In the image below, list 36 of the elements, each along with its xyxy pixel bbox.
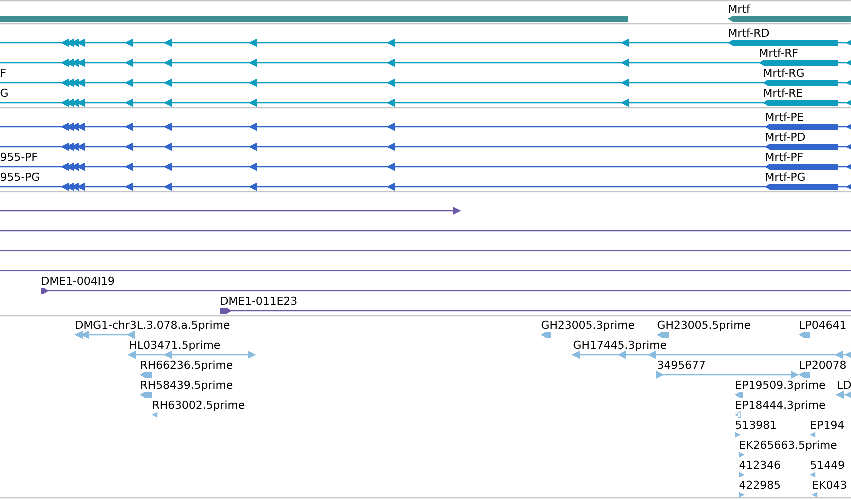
feature-label: 955-PG bbox=[0, 172, 40, 182]
feature-label: DMG1-chr3L.3.078.a.5prime bbox=[76, 320, 230, 332]
feature-label: RH66236.5prime bbox=[141, 360, 233, 372]
feature-label: 513981 bbox=[736, 420, 776, 430]
feature-label: LP20078 bbox=[800, 360, 846, 370]
feature-label: Mrtf-RD bbox=[729, 28, 770, 37]
feature-label: EK265663.5prime bbox=[740, 440, 837, 452]
feature-label: LP04641 bbox=[800, 320, 846, 330]
feature-label: F bbox=[1, 69, 6, 77]
feature-label: HL03471.5prime bbox=[130, 340, 220, 352]
feature-label: EK043 bbox=[813, 480, 846, 490]
feature-label: 3495677 bbox=[658, 360, 705, 370]
feature-label: LD bbox=[838, 381, 851, 389]
feature-label: GH17445.3prime bbox=[574, 340, 666, 352]
feature-label: DME1-011E23 bbox=[221, 296, 297, 306]
feature-label: DME1-004I19 bbox=[42, 276, 114, 286]
feature-label: 422985 bbox=[740, 480, 780, 490]
feature-label: Mrtf-RE bbox=[764, 88, 802, 97]
feature-label: Mrtf bbox=[729, 4, 751, 13]
feature-label: G bbox=[0, 88, 8, 98]
feature-label: Mrtf-RF bbox=[760, 48, 798, 57]
feature-label: Mrtf-PG bbox=[766, 172, 805, 182]
feature-label: EP19509.3prime bbox=[736, 380, 826, 392]
feature-label: GH23005.5prime bbox=[658, 320, 750, 332]
feature-label: Mrtf-RG bbox=[764, 68, 804, 78]
feature-label: RH63002.5prime bbox=[153, 400, 245, 412]
feature-label: EP18444.3prime bbox=[736, 400, 826, 412]
feature-label: GH23005.3prime bbox=[542, 320, 634, 332]
feature-label: 51449 bbox=[811, 460, 844, 470]
feature-label: EP194 bbox=[811, 420, 844, 430]
feature-label: RH58439.5prime bbox=[141, 380, 233, 392]
feature-label: Mrtf-PE bbox=[766, 112, 804, 121]
feature-label: 412346 bbox=[740, 460, 780, 470]
feature-label: Mrtf-PD bbox=[766, 132, 806, 141]
feature-label: Mrtf-PF bbox=[766, 152, 803, 161]
feature-label: 955-PF bbox=[0, 152, 38, 162]
